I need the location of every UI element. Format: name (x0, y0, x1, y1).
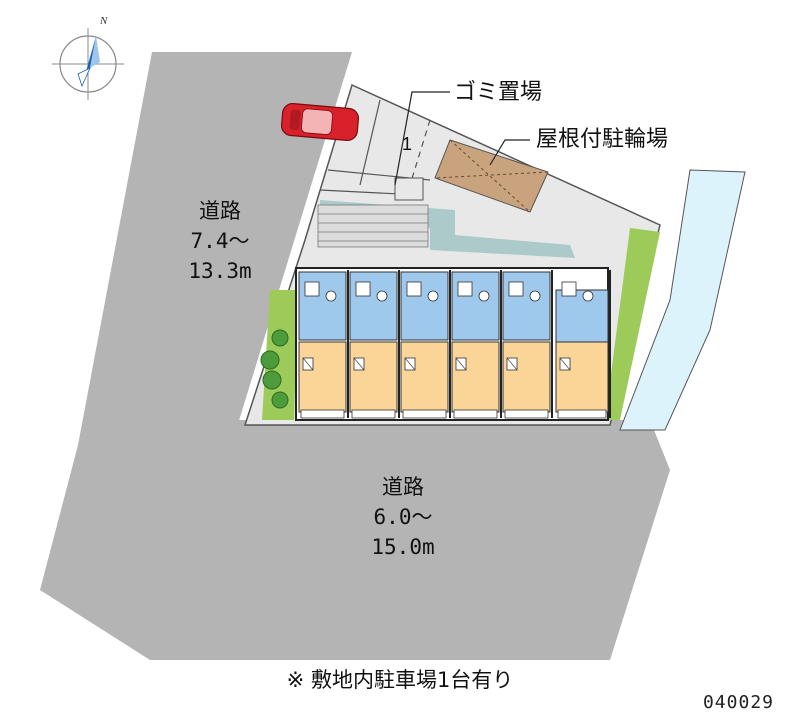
car-icon (280, 102, 360, 142)
garbage-leader (394, 91, 450, 186)
south-road-width-1: 6.0〜 (373, 505, 433, 529)
west-road-label: 道路 7.4〜 13.3m (160, 196, 280, 286)
property-code: 040029 (702, 692, 774, 713)
unit-fixture (355, 281, 371, 297)
entrance-stairs (317, 204, 429, 248)
unit-toilet (427, 290, 439, 302)
west-road-width-1: 7.4〜 (190, 229, 250, 253)
unit-balcony (402, 409, 447, 419)
unit-balcony (300, 409, 345, 419)
unit-bath-area (555, 289, 609, 347)
unit-fixture (406, 281, 422, 297)
unit-room (502, 341, 551, 413)
west-road (78, 52, 352, 450)
unit-room (400, 341, 449, 413)
south-road-label: 道路 6.0〜 15.0m (338, 472, 468, 562)
unit-toilet (529, 290, 541, 302)
unit-bath-area (298, 271, 347, 341)
parking-number: 1 (402, 134, 412, 154)
garbage-callout: ゴミ置場 (454, 80, 543, 105)
south-road-name: 道路 (382, 475, 424, 499)
unit-closet-mark (302, 357, 314, 371)
unit-toilet (478, 290, 490, 302)
unit-fixture (508, 281, 524, 297)
unit-closet-mark (455, 357, 467, 371)
unit-room (298, 341, 347, 413)
compass-rose-icon (52, 28, 124, 100)
unit-room (349, 341, 398, 413)
unit-toilet (325, 290, 337, 302)
unit-room (555, 341, 609, 413)
compass-north-label: N (99, 15, 108, 27)
unit-closet-mark (559, 357, 571, 371)
bicycle-shelter-roof (434, 139, 549, 213)
unit-balcony (351, 409, 396, 419)
unit-toilet (582, 290, 594, 302)
west-road-name: 道路 (199, 199, 241, 223)
unit-balcony (504, 409, 549, 419)
river (619, 169, 746, 431)
unit-fixture (304, 281, 320, 297)
unit-room (451, 341, 500, 413)
shrubs (260, 329, 289, 409)
unit-closet-mark (353, 357, 365, 371)
unit-balcony (557, 409, 607, 419)
bicycle-leader (489, 139, 530, 166)
west-road-width-2: 13.3m (188, 259, 252, 283)
apartment-building (295, 267, 611, 421)
unit-toilet (376, 290, 388, 302)
planting-east (605, 228, 660, 420)
parking-note: ※ 敷地内駐車場1台有り (286, 668, 514, 692)
unit-fixture (457, 281, 473, 297)
unit-closet-mark (404, 357, 416, 371)
south-road-width-2: 15.0m (371, 535, 435, 559)
unit-closet-mark (506, 357, 518, 371)
bicycle-callout: 屋根付駐輪場 (536, 127, 669, 152)
unit-balcony (453, 409, 498, 419)
unit-fixture (561, 281, 577, 297)
garbage-area (394, 177, 424, 201)
south-road (40, 420, 670, 660)
